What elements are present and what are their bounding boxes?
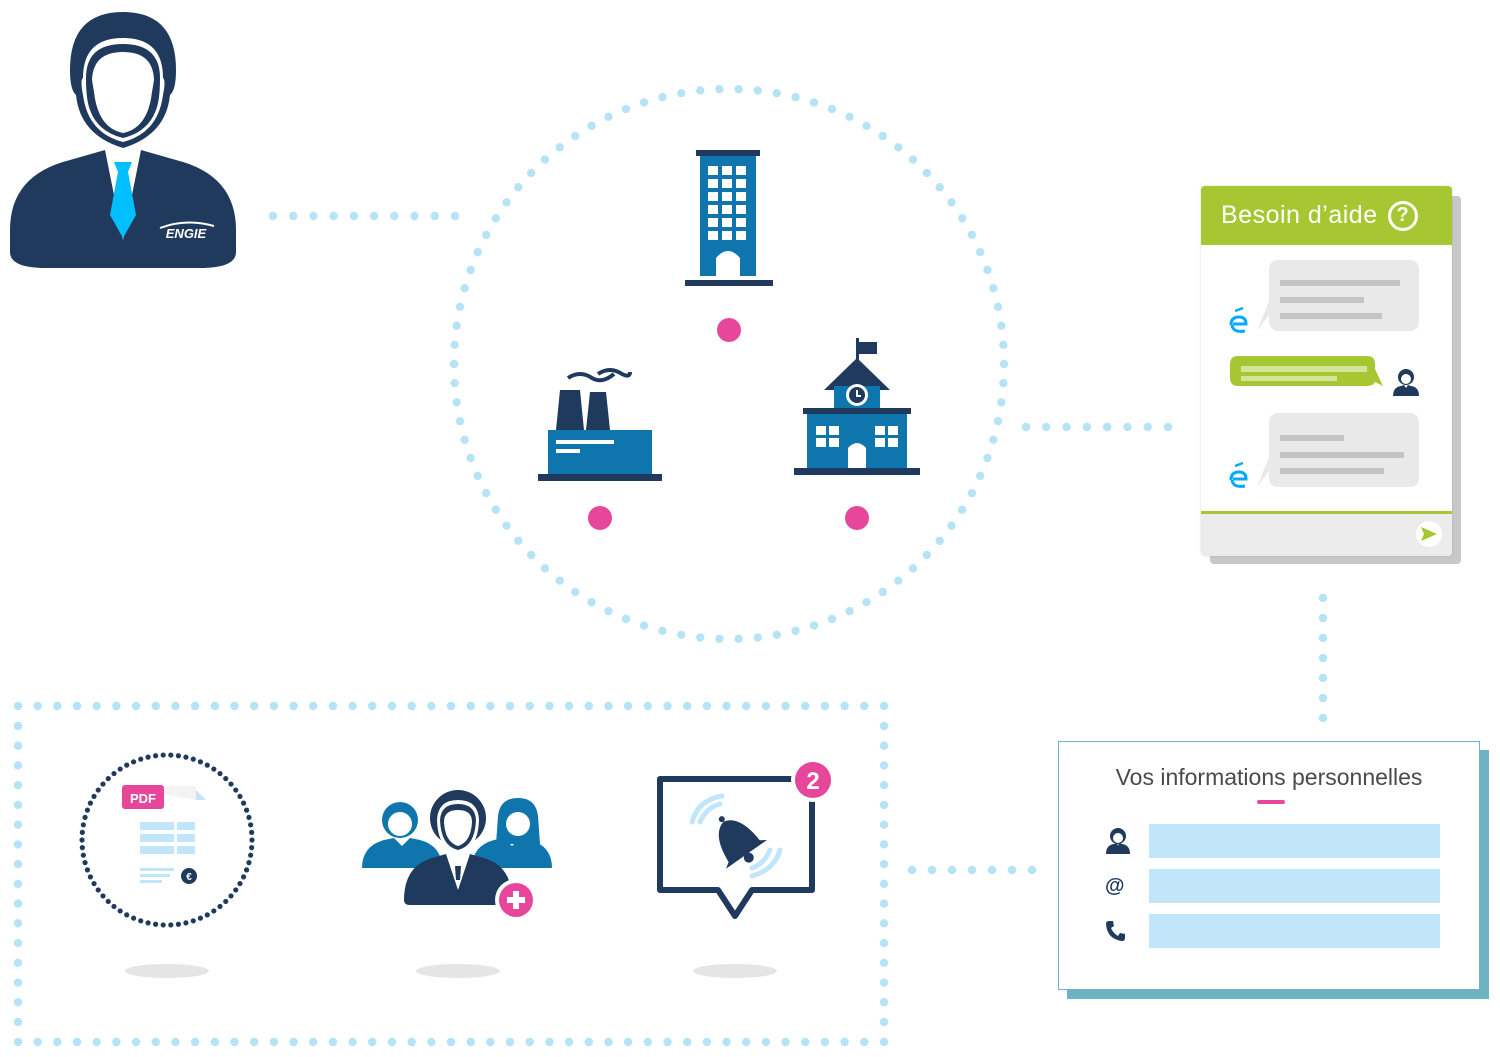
info-card-title: Vos informations personnelles: [1115, 764, 1423, 790]
pdf-invoice-icon: PDF €: [79, 752, 255, 928]
office-marker: [717, 318, 741, 342]
school-marker: [845, 506, 869, 530]
factory-icon: [538, 368, 662, 481]
at-icon: @: [1105, 874, 1125, 897]
personal-info-card: Vos informations personnelles @: [1058, 741, 1480, 990]
title-underline: [1257, 800, 1285, 804]
email-field[interactable]: [1149, 869, 1440, 903]
phone-field-row: [1105, 914, 1445, 948]
phone-field[interactable]: [1149, 914, 1440, 948]
engie-e-icon: [1229, 306, 1248, 333]
bot-message-bubble: [1257, 413, 1419, 487]
factory-marker: [588, 506, 612, 530]
engie-logo-text: ENGIE: [166, 226, 207, 241]
advisor-icon: ENGIE: [10, 12, 236, 268]
chat-widget[interactable]: Besoin d’aide ?: [1201, 186, 1452, 556]
bot-message-bubble: [1257, 260, 1419, 331]
user-message-bubble: [1230, 356, 1383, 386]
phone-icon: [1105, 914, 1143, 948]
team-shadow: [416, 964, 500, 978]
chat-input-bar[interactable]: [1201, 511, 1452, 556]
pdf-badge: PDF: [130, 791, 156, 806]
notification-badge: 2: [806, 768, 819, 795]
user-avatar-icon: [1393, 369, 1419, 396]
send-icon[interactable]: [1416, 521, 1442, 547]
name-field[interactable]: [1149, 824, 1440, 858]
team-add-icon: [362, 790, 552, 921]
engie-e-icon: [1229, 461, 1248, 488]
chat-title: Besoin d’aide: [1221, 201, 1378, 229]
chat-messages: [1229, 260, 1419, 488]
office-building-icon: [685, 150, 773, 286]
euro-icon: €: [186, 872, 192, 883]
connectors: [13, 84, 1328, 1047]
school-icon: [794, 338, 920, 475]
name-field-row: [1105, 824, 1445, 858]
email-field-row: @: [1105, 869, 1445, 903]
user-icon: [1105, 824, 1143, 858]
chat-header[interactable]: Besoin d’aide ?: [1201, 186, 1452, 245]
notification-shadow: [693, 964, 777, 978]
pdf-shadow: [125, 964, 209, 978]
help-icon[interactable]: ?: [1387, 200, 1418, 231]
notification-icon: 2: [657, 758, 835, 919]
